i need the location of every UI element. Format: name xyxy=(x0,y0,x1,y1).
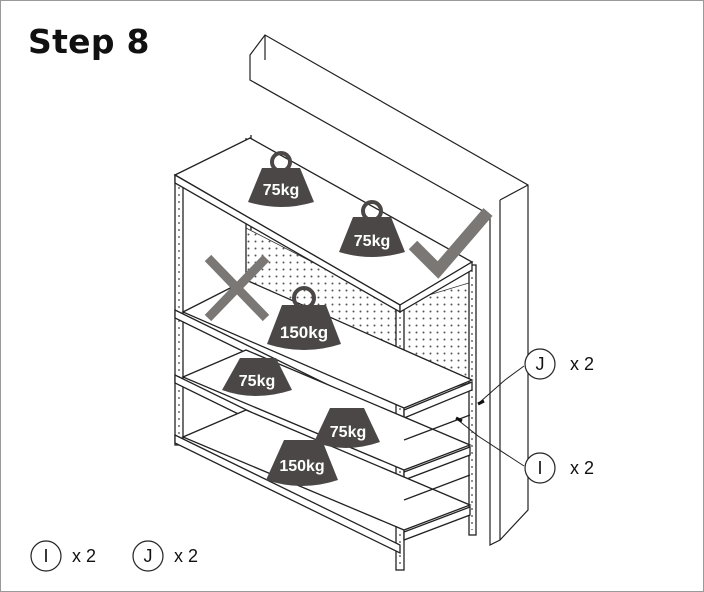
weight-top-right: 75kg xyxy=(339,200,405,257)
svg-text:x 2: x 2 xyxy=(570,354,594,374)
screw-j xyxy=(477,399,485,406)
svg-text:I: I xyxy=(43,546,48,566)
legend-part-i: I x 2 xyxy=(30,540,96,572)
legend-part-j: J x 2 xyxy=(132,540,198,572)
svg-text:J: J xyxy=(536,354,545,374)
checkmark-icon xyxy=(408,208,493,279)
shelving-unit xyxy=(173,135,477,571)
weight-top-left: 75kg xyxy=(248,151,314,207)
svg-text:75kg: 75kg xyxy=(239,373,275,390)
weight-middle: 150kg xyxy=(267,286,341,350)
svg-text:150kg: 150kg xyxy=(280,323,328,342)
svg-text:I: I xyxy=(537,458,542,478)
svg-text:x 2: x 2 xyxy=(72,546,96,566)
svg-text:150kg: 150kg xyxy=(279,458,324,475)
svg-text:x 2: x 2 xyxy=(570,458,594,478)
callout-part-j: J x 2 xyxy=(524,348,594,380)
svg-text:75kg: 75kg xyxy=(330,424,366,441)
weight-lower-left: 75kg xyxy=(222,358,292,396)
wall xyxy=(249,34,529,546)
weight-bottom: 150kg xyxy=(266,440,338,486)
callout-leader-i xyxy=(457,419,525,467)
step-title: Step 8 xyxy=(28,22,150,61)
svg-text:x 2: x 2 xyxy=(174,546,198,566)
svg-text:75kg: 75kg xyxy=(263,182,299,199)
cross-icon xyxy=(204,254,270,322)
callout-part-i: I x 2 xyxy=(524,452,594,484)
svg-text:75kg: 75kg xyxy=(354,233,390,250)
weight-lower-right: 75kg xyxy=(314,408,380,448)
svg-text:J: J xyxy=(144,546,153,566)
nut-i xyxy=(455,416,463,423)
callout-leader-j xyxy=(479,365,525,403)
